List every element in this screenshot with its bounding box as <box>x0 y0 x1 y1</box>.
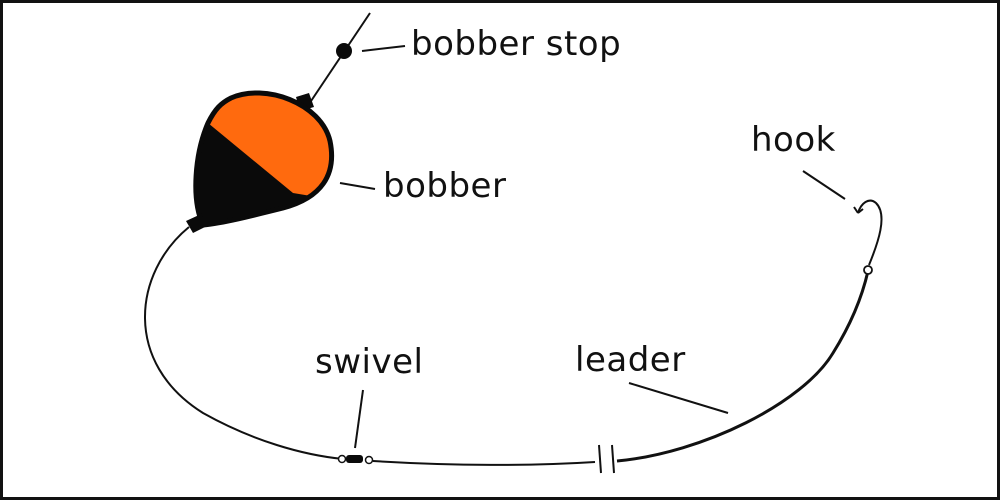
bobber-label: bobber <box>383 166 507 206</box>
leader-label: leader <box>575 340 686 380</box>
bobber-bottom-stem <box>186 215 205 233</box>
leader-pointer <box>628 382 729 414</box>
swivel-pointer <box>354 389 364 449</box>
bobber-pointer <box>339 182 376 190</box>
bobber-stop-bead <box>336 43 352 59</box>
hook-label: hook <box>751 120 836 160</box>
rig-illustration <box>144 12 883 474</box>
main-line <box>302 12 371 114</box>
hook-pointer <box>802 170 846 200</box>
swivel-label: swivel <box>315 342 424 382</box>
hook <box>857 199 883 266</box>
swivel <box>337 454 374 465</box>
hook-barb <box>853 206 864 214</box>
leader-line <box>372 460 596 466</box>
line-break-mark <box>598 444 615 474</box>
bobber-stop-pointer <box>361 45 406 52</box>
leader-line-continued <box>616 270 870 463</box>
bobber-stop-label: bobber stop <box>411 24 622 64</box>
bobber <box>193 90 335 228</box>
hook-bead <box>863 265 873 275</box>
main-line-loop <box>144 226 344 460</box>
